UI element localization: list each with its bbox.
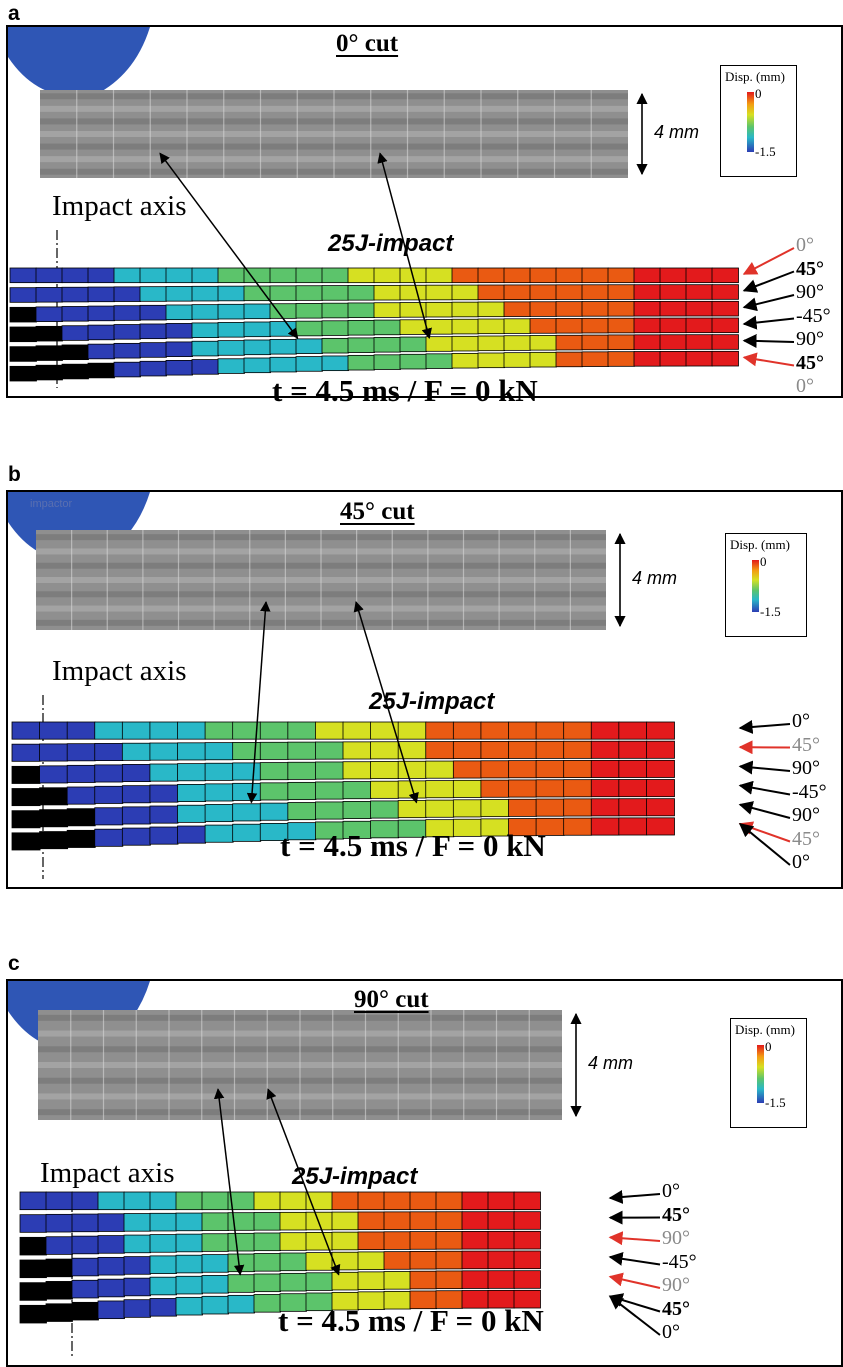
ply-arrow <box>608 1272 661 1289</box>
legend-max: 0 <box>760 554 767 569</box>
delamination-arrow <box>353 600 419 804</box>
thickness-label: 4 mm <box>588 1053 633 1073</box>
legend-colorbar <box>747 92 754 152</box>
thickness-label: 4 mm <box>632 568 677 588</box>
time-force-label: t = 4.5 ms / F = 0 kN <box>280 828 546 863</box>
fe-mesh <box>11 721 675 851</box>
delamination-arrow <box>213 1088 245 1276</box>
ply-label: 90° <box>662 1227 690 1249</box>
cut-title: 0° cut <box>336 30 399 57</box>
impactor-label: impactor <box>30 498 73 510</box>
legend-min: -1.5 <box>760 604 781 619</box>
ply-arrow <box>608 1293 661 1313</box>
thickness-label: 4 mm <box>654 122 699 142</box>
ply-label: 0° <box>662 1180 680 1202</box>
ply-label: 0° <box>662 1321 680 1343</box>
ply-arrow <box>738 822 791 866</box>
micrograph-image <box>40 90 628 178</box>
time-force-label: t = 4.5 ms / F = 0 kN <box>278 1303 544 1338</box>
ply-arrow <box>738 801 791 819</box>
impactor <box>8 27 150 97</box>
ply-arrow <box>738 720 791 734</box>
ply-label: 90° <box>796 328 824 350</box>
ply-label: 0° <box>792 710 810 732</box>
ply-label: 90° <box>796 281 824 303</box>
cut-title: 90° cut <box>354 986 429 1013</box>
ply-label: 90° <box>792 804 820 826</box>
impact-axis-label: Impact axis <box>40 1157 175 1189</box>
ply-label: 45° <box>662 1203 690 1226</box>
ply-label: 45° <box>792 733 820 756</box>
micrograph-image <box>36 530 606 630</box>
panel-letter: a <box>8 2 20 25</box>
legend-title: Disp. (mm) <box>730 537 790 552</box>
delamination-arrow <box>377 152 432 340</box>
fe-mesh <box>19 1191 541 1324</box>
delamination-arrow <box>266 1088 341 1276</box>
ply-label: 45° <box>662 1297 690 1320</box>
legend-min: -1.5 <box>755 144 776 159</box>
ply-label: -45° <box>792 780 827 803</box>
impact-energy-label: 25J-impact <box>292 1163 418 1190</box>
legend-min: -1.5 <box>765 1095 786 1110</box>
ply-arrow <box>608 1190 661 1204</box>
legend-colorbar <box>752 560 759 612</box>
impact-axis-label: Impact axis <box>52 190 187 222</box>
impact-axis-label: Impact axis <box>52 655 187 687</box>
ply-arrow <box>608 1295 661 1336</box>
time-force-label: t = 4.5 ms / F = 0 kN <box>272 373 538 408</box>
ply-label: 45° <box>796 257 824 280</box>
ply-arrow <box>742 270 795 293</box>
ply-arrow <box>742 334 795 349</box>
delamination-arrow <box>246 600 271 804</box>
ply-arrow <box>738 780 791 796</box>
impact-energy-label: 25J-impact <box>328 230 454 257</box>
ply-arrow <box>742 294 795 312</box>
legend-colorbar <box>757 1045 764 1103</box>
impact-energy-label: 25J-impact <box>369 688 495 715</box>
ply-label: 90° <box>662 1274 690 1296</box>
ply-arrow <box>742 315 795 330</box>
legend-max: 0 <box>755 86 762 101</box>
ply-label: 0° <box>796 375 814 397</box>
ply-arrow <box>608 1251 661 1266</box>
colour-legend: Disp. (mm) 0 -1.5 <box>725 533 807 637</box>
panel-letter: b <box>8 463 21 486</box>
ply-label: 90° <box>792 757 820 779</box>
panel-letter: c <box>8 952 20 975</box>
ply-label: 45° <box>796 351 824 374</box>
colour-legend: Disp. (mm) 0 -1.5 <box>720 65 797 177</box>
cut-title: 45° cut <box>340 498 415 525</box>
micrograph-image <box>38 1010 562 1120</box>
ply-label: 45° <box>792 827 820 850</box>
ply-arrow <box>608 1231 661 1246</box>
ply-label: -45° <box>662 1250 697 1273</box>
colour-legend: Disp. (mm) 0 -1.5 <box>730 1018 807 1128</box>
legend-max: 0 <box>765 1039 772 1054</box>
ply-arrow <box>738 760 791 775</box>
ply-label: 0° <box>792 851 810 873</box>
ply-label: -45° <box>796 304 831 327</box>
ply-arrow <box>742 247 795 275</box>
ply-arrow <box>742 352 795 367</box>
ply-label: 0° <box>796 234 814 256</box>
delamination-arrow <box>159 152 299 339</box>
legend-title: Disp. (mm) <box>725 69 785 84</box>
legend-title: Disp. (mm) <box>735 1022 795 1037</box>
